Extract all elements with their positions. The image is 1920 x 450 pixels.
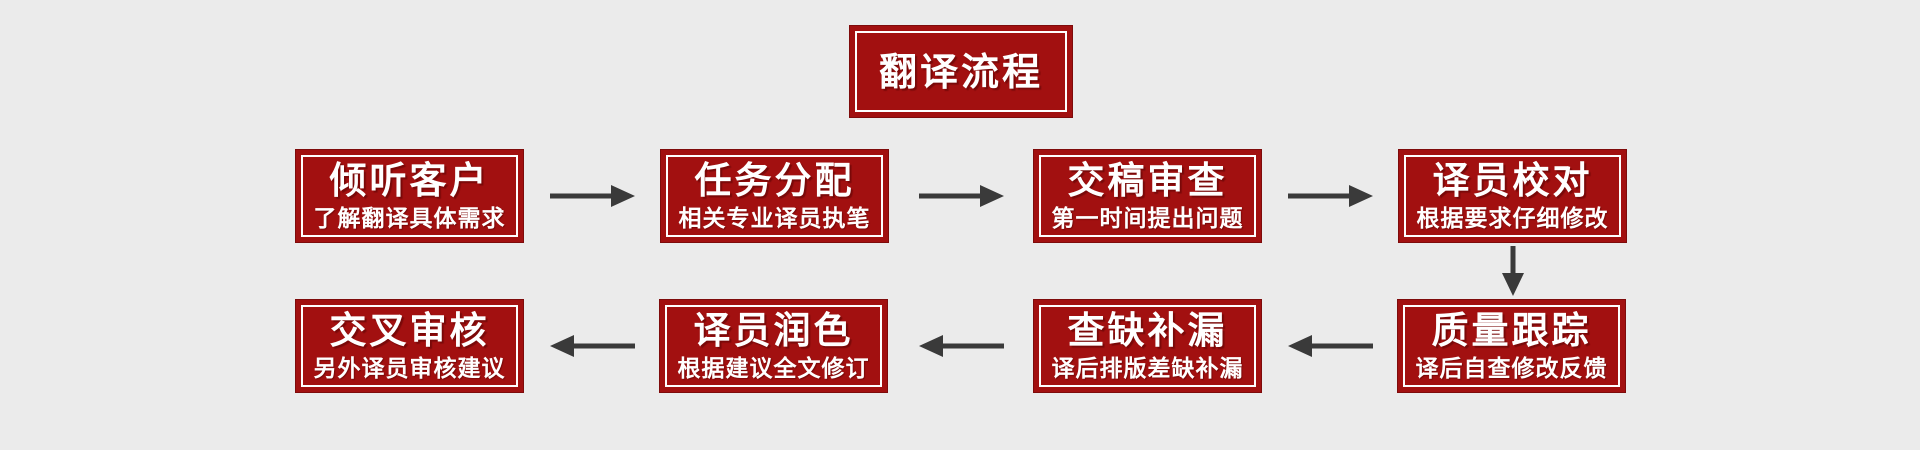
- step-box-listen-client: 倾听客户 了解翻译具体需求: [295, 149, 524, 243]
- arrow-down-icon: [1502, 246, 1524, 296]
- step-box-cross-review: 交叉审核 另外译员审核建议: [295, 299, 524, 393]
- step-box-gap-filling: 查缺补漏 译后排版差缺补漏: [1033, 299, 1262, 393]
- step-title: 倾听客户: [329, 159, 490, 202]
- flowchart-title-box: 翻译流程: [849, 25, 1073, 118]
- step-subtitle: 了解翻译具体需求: [313, 206, 506, 232]
- step-title: 交稿审查: [1067, 159, 1228, 202]
- step-title: 交叉审核: [329, 309, 490, 352]
- arrow-right-icon: [919, 185, 1004, 207]
- step-box-draft-review: 交稿审查 第一时间提出问题: [1033, 149, 1262, 243]
- flowchart-title: 翻译流程: [878, 49, 1043, 94]
- step-subtitle: 根据建议全文修订: [677, 356, 870, 382]
- step-box-task-assignment: 任务分配 相关专业译员执笔: [660, 149, 889, 243]
- step-subtitle: 译后排版差缺补漏: [1051, 356, 1244, 382]
- step-title: 任务分配: [694, 159, 855, 202]
- arrow-left-icon: [1288, 335, 1373, 357]
- arrow-right-icon: [1288, 185, 1373, 207]
- step-subtitle: 根据要求仔细修改: [1416, 206, 1609, 232]
- arrow-right-icon: [550, 185, 635, 207]
- step-title: 质量跟踪: [1431, 309, 1592, 352]
- step-subtitle: 第一时间提出问题: [1051, 206, 1244, 232]
- step-subtitle: 另外译员审核建议: [313, 356, 506, 382]
- step-subtitle: 译后自查修改反馈: [1415, 356, 1608, 382]
- arrow-left-icon: [919, 335, 1004, 357]
- flowchart-title-box-inner: 翻译流程: [855, 31, 1067, 112]
- step-subtitle: 相关专业译员执笔: [678, 206, 871, 232]
- step-title: 译员校对: [1432, 159, 1593, 202]
- step-box-translator-polishing: 译员润色 根据建议全文修订: [659, 299, 888, 393]
- step-box-translator-proofreading: 译员校对 根据要求仔细修改: [1398, 149, 1627, 243]
- step-box-quality-tracking: 质量跟踪 译后自查修改反馈: [1397, 299, 1626, 393]
- step-title: 译员润色: [693, 309, 854, 352]
- step-title: 查缺补漏: [1067, 309, 1228, 352]
- arrow-left-icon: [550, 335, 635, 357]
